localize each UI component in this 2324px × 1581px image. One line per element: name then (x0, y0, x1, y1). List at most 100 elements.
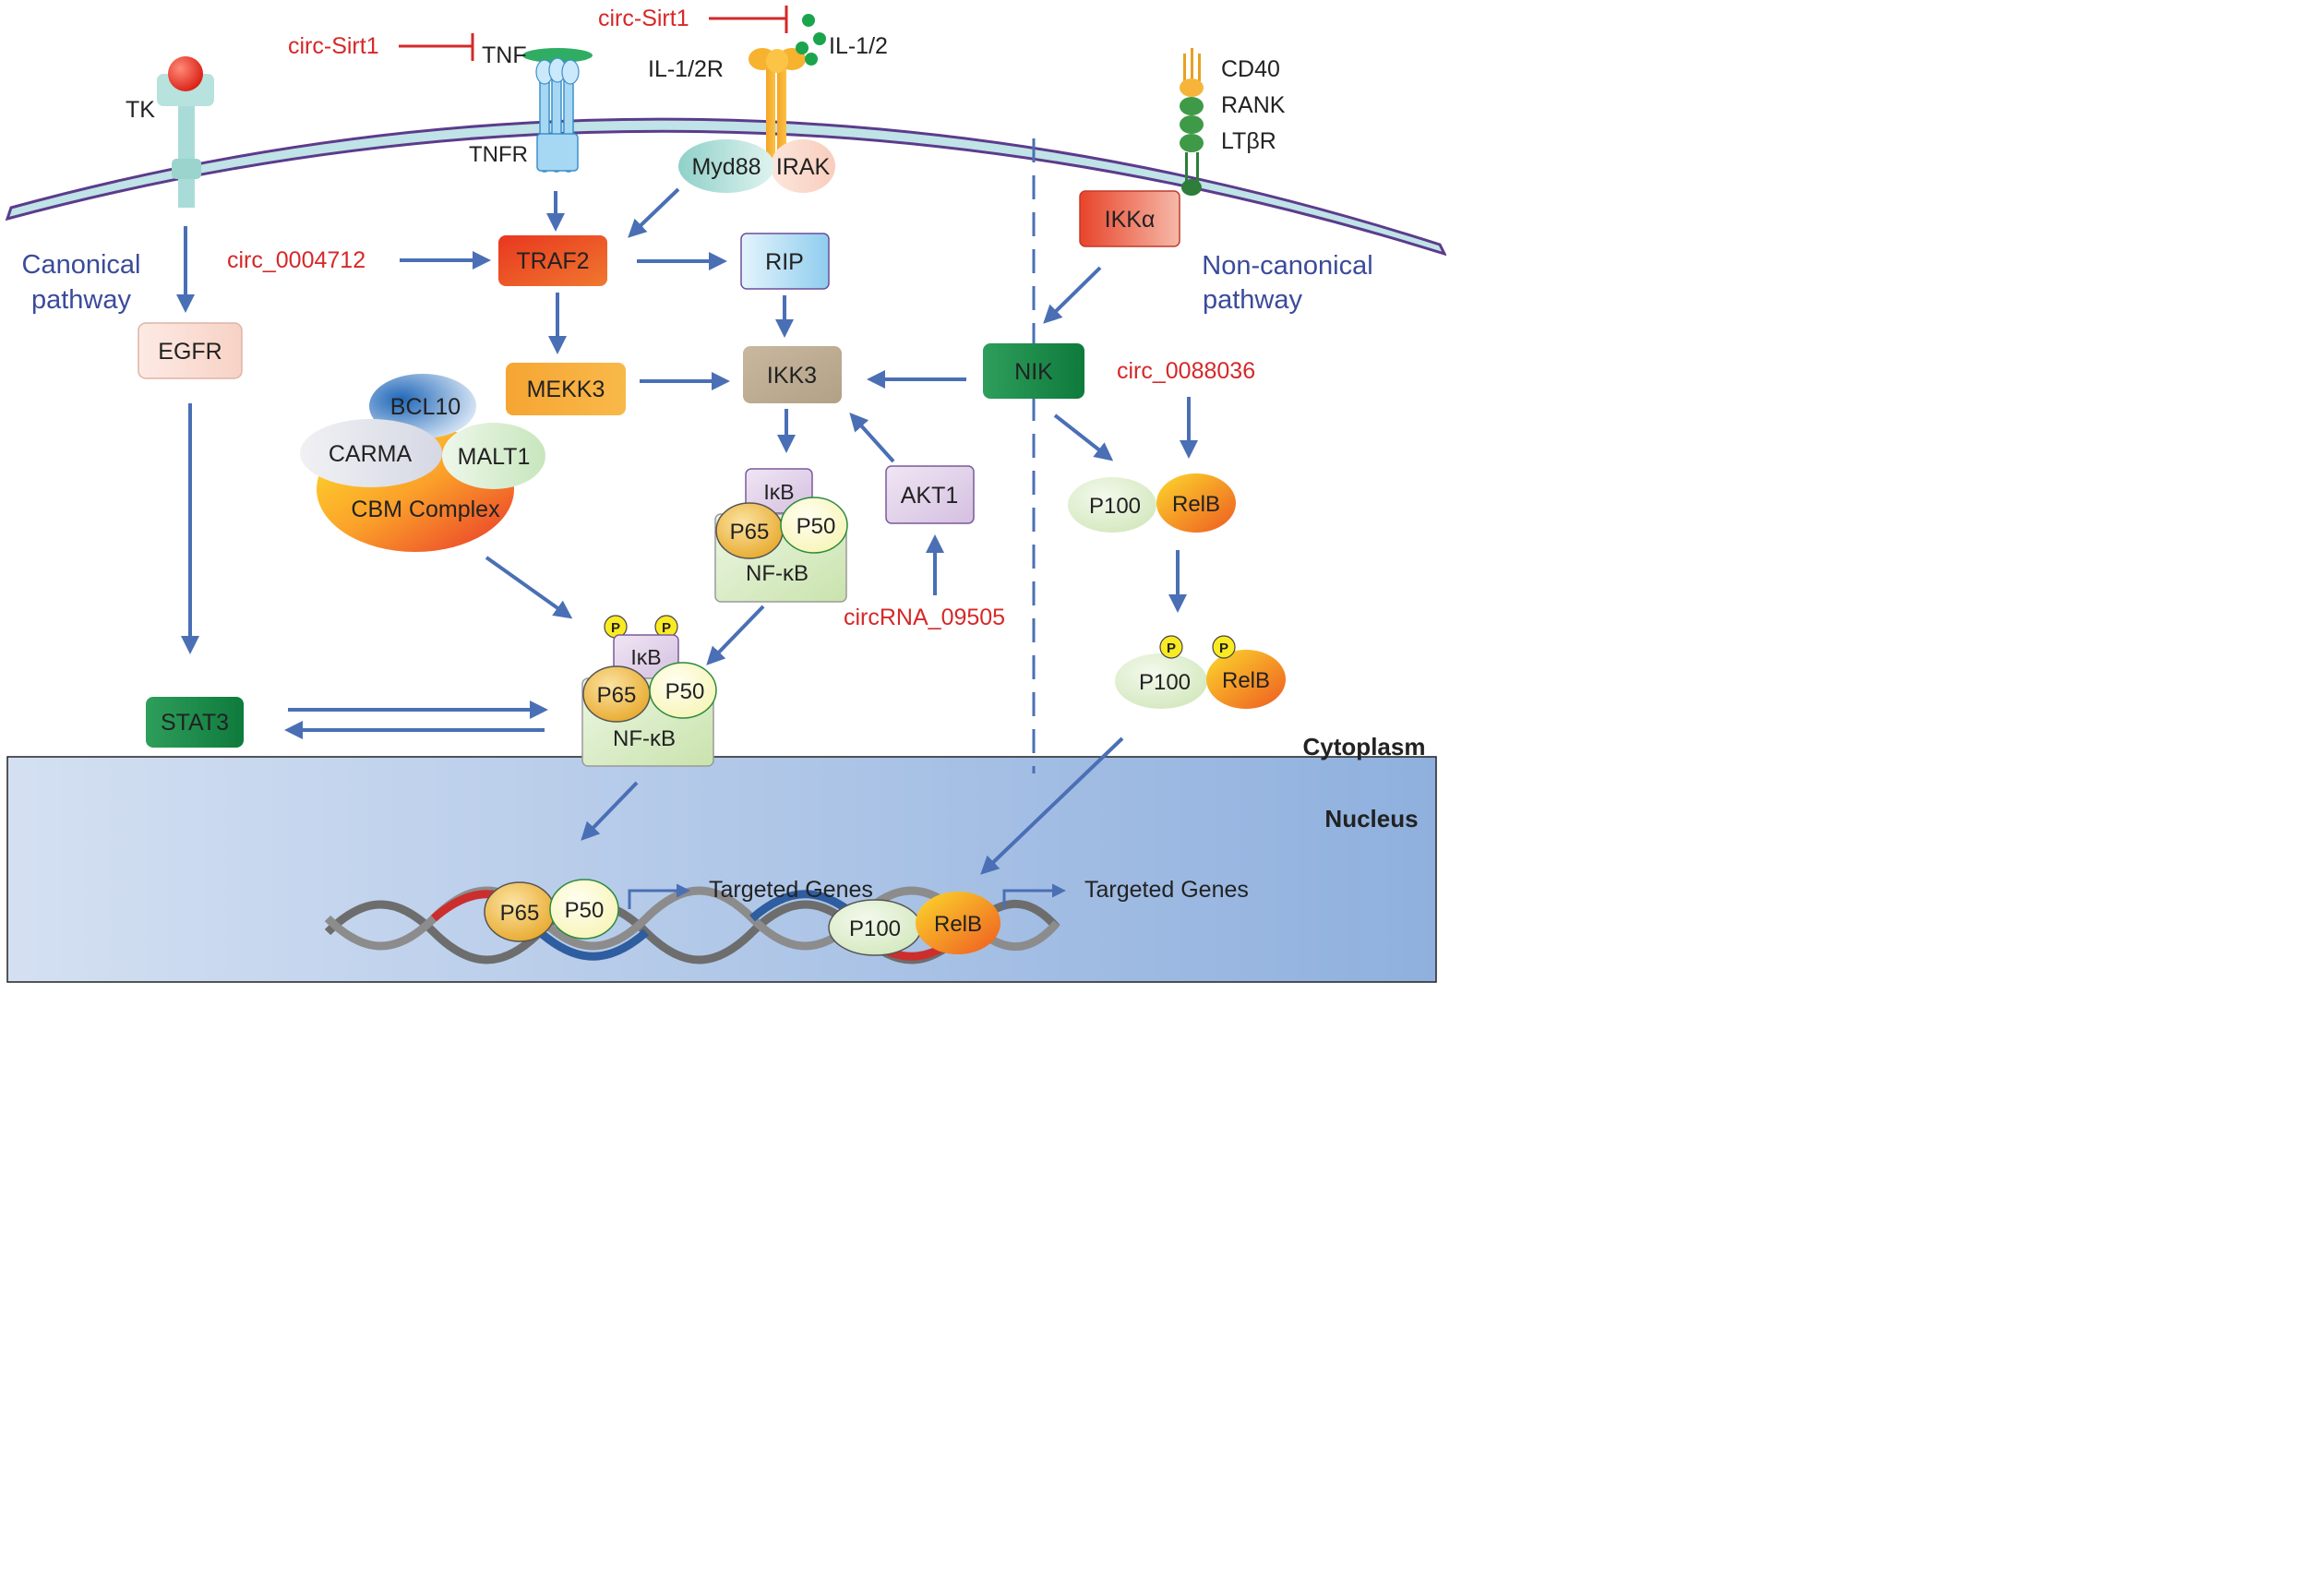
irak-label: IRAK (776, 154, 831, 180)
carma-node (300, 419, 442, 487)
relb-phospho-label: RelB (1222, 668, 1270, 693)
canonical-pathway-label-1: Canonical (22, 250, 141, 280)
circ-sirt1-il: circ-Sirt1 (598, 6, 689, 31)
p50-lower-label: P50 (665, 679, 705, 704)
p100-node (1068, 477, 1156, 533)
ikka-label: IKKα (1105, 207, 1156, 233)
canonical-pathway-label-2: pathway (31, 285, 132, 315)
rip-node: RIP (740, 233, 830, 290)
p50-upper-subunit (780, 497, 848, 554)
akt1-node: AKT1 (885, 465, 975, 524)
phospho-label-1: P (611, 620, 620, 636)
arrow-cbm-nfkb (485, 556, 573, 619)
il-ligand (796, 14, 826, 66)
rank-label: RANK (1221, 92, 1286, 118)
dna-bound-noncanonical-dimer: P100 RelB (828, 892, 1000, 956)
ikb-lower-label: IκB (630, 645, 661, 669)
dna-p50-label: P50 (565, 898, 605, 923)
il-receptor-label: IL-1/2R (648, 56, 724, 82)
phospho-badge-3 (1159, 635, 1183, 659)
egfr-label: EGFR (158, 339, 222, 365)
phospho-label-4: P (1219, 641, 1228, 656)
p100-phospho-label: P100 (1139, 670, 1191, 695)
p65-lower-label: P65 (597, 683, 637, 708)
p65-upper-label: P65 (730, 520, 770, 545)
cd40-rank-ltbr-receptor (1180, 48, 1204, 196)
arrow-nik-p100 (1053, 413, 1114, 461)
cytoplasm-label: Cytoplasm (1303, 733, 1426, 761)
traf2-label: TRAF2 (516, 248, 589, 274)
ikb-upper-label: IκB (763, 480, 794, 504)
targeted-genes-right: Targeted Genes (1084, 877, 1249, 903)
tnfr-receptor (522, 48, 593, 173)
arrow-akt1-ikk3 (849, 413, 895, 463)
carma-label: CARMA (329, 441, 413, 467)
arrow-ikka-nik (1043, 266, 1102, 324)
tk-receptor (157, 56, 214, 208)
nfkb-lower-label: NF-κB (613, 726, 676, 751)
relb-phospho-node (1206, 650, 1286, 709)
phospho-badge-4 (1212, 635, 1236, 659)
irak-node (771, 139, 835, 193)
dna-relb-subunit (916, 892, 1000, 954)
nfkb-upper-label: NF-κB (746, 561, 809, 586)
traf2-node: TRAF2 (498, 235, 607, 286)
nucleus-region (6, 756, 1437, 983)
mekk3-label: MEKK3 (527, 377, 605, 402)
arrow-nfkb-nucleus (581, 781, 639, 841)
ikk3-label: IKK3 (767, 363, 817, 389)
il-receptor (749, 48, 806, 162)
relb-label: RelB (1172, 492, 1220, 517)
myd88-label: Myd88 (691, 154, 761, 180)
dna-p100-label: P100 (849, 916, 901, 941)
arrow-relb-nucleus (980, 737, 1124, 875)
myd88-node (678, 139, 774, 193)
p100-phospho-node (1115, 653, 1207, 709)
stat3-label: STAT3 (161, 710, 229, 736)
inhibitor-sirt1-il (709, 6, 788, 33)
p100-relb-complex: P100 RelB (1068, 473, 1236, 533)
transcription-arrow-right (1002, 883, 1066, 909)
ltbr-label: LTβR (1221, 128, 1276, 154)
nik-label: NIK (1014, 359, 1053, 385)
akt1-label: AKT1 (901, 483, 959, 509)
arrow-myd88-traf2 (628, 187, 680, 238)
rip-label: RIP (765, 249, 804, 275)
nfkb-complex-upper: IκB P65 P50 NF-κB (714, 468, 848, 603)
malt1-node (442, 423, 545, 489)
nik-node: NIK (983, 343, 1084, 399)
dna-p50-subunit (549, 879, 619, 940)
tk-label: TK (126, 97, 155, 123)
inhibitor-sirt1-tnf (399, 33, 474, 61)
phospho-label-2: P (662, 620, 671, 636)
nfkb-complex-lower: P P IκB P65 P50 NF-κB (581, 615, 717, 767)
transcription-arrow-left (628, 883, 690, 909)
cell-membrane (5, 117, 1446, 257)
cd40-label: CD40 (1221, 56, 1280, 82)
ikk3-node: IKK3 (743, 346, 842, 403)
tnf-label: TNF (482, 42, 527, 68)
nfkb-pathway-diagram: Cytoplasm Nucleus P65 P50 P100 RelB Targ… (5, 6, 1446, 983)
tk-ligand (168, 56, 203, 91)
targeted-genes-left: Targeted Genes (709, 877, 873, 903)
noncanonical-pathway-label-1: Non-canonical (1202, 251, 1372, 281)
tnfr-label: TNFR (469, 142, 528, 167)
p50-lower-subunit (649, 662, 717, 719)
ikka-node: IKKα (1079, 190, 1180, 247)
activation-arrows (176, 187, 1198, 875)
nucleus-label: Nucleus (1324, 805, 1418, 832)
stat3-node: STAT3 (146, 697, 244, 748)
egfr-node: EGFR (138, 322, 243, 379)
p50-upper-label: P50 (797, 514, 836, 539)
arrow-nfkb-upper-lower (706, 605, 765, 665)
circ-0088036: circ_0088036 (1117, 358, 1255, 384)
p100-relb-phospho-complex: P100 RelB P P (1115, 635, 1286, 709)
circ-sirt1-tnf: circ-Sirt1 (288, 33, 379, 59)
phospho-label-3: P (1167, 641, 1176, 656)
dna-bound-canonical-dimer: P65 P50 (484, 879, 619, 942)
bcl10-label: BCL10 (390, 394, 461, 420)
mekk3-node: MEKK3 (506, 363, 626, 415)
dna-relb-label: RelB (934, 912, 982, 937)
cbm-complex-label: CBM Complex (351, 497, 500, 522)
noncanonical-pathway-label-2: pathway (1203, 285, 1303, 315)
